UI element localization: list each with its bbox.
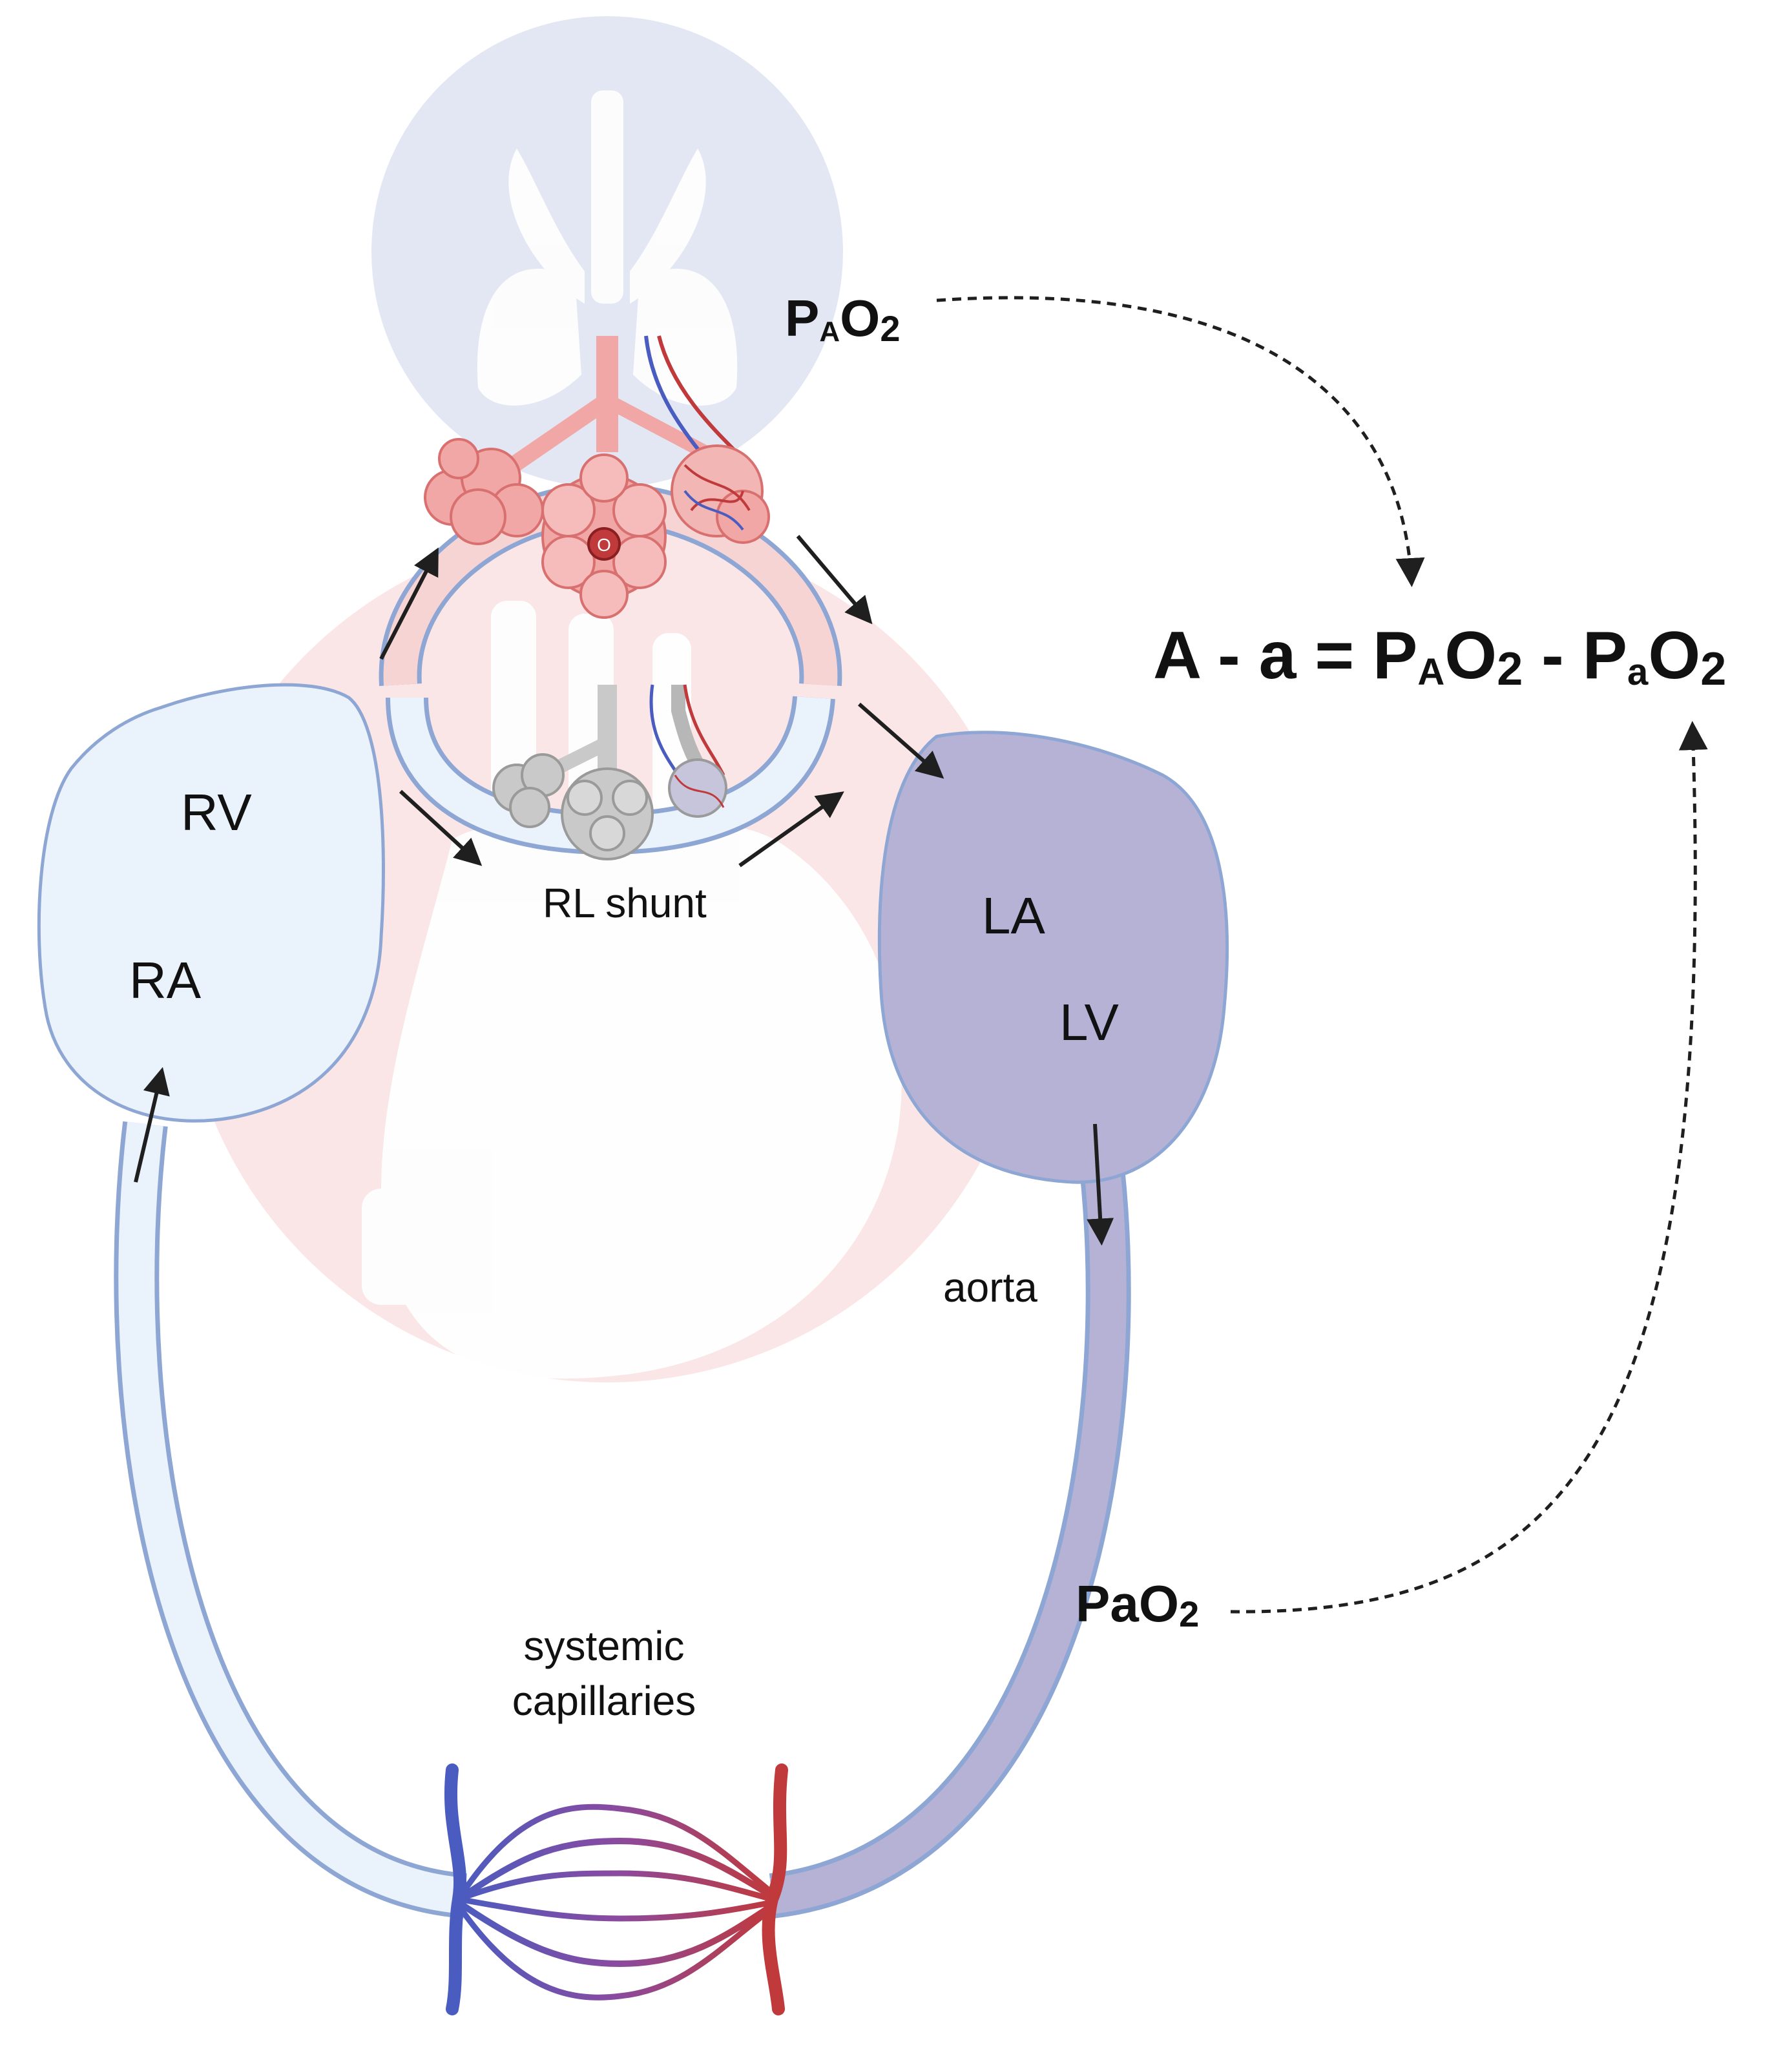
label-rl-shunt: RL shunt	[543, 880, 707, 926]
lung-silhouette-icon	[477, 90, 738, 406]
label-capillaries: capillaries	[512, 1678, 696, 1724]
label-lv: LV	[1059, 993, 1120, 1051]
aa-gradient-formula: A - a = PAO2 - PaO2	[1153, 618, 1726, 695]
label-alveolar-po2: PAO2	[785, 289, 901, 349]
alveoli-oxygenated-icon	[424, 335, 770, 619]
flow-arrow-to-ra	[134, 1066, 170, 1183]
label-aorta: aorta	[943, 1264, 1037, 1311]
label-systemic: systemic	[524, 1623, 685, 1669]
flow-arrow-rv-to-lung	[379, 547, 439, 660]
label-ra: RA	[129, 952, 202, 1009]
label-la: LA	[982, 887, 1045, 944]
dashed-arrow-arterial	[1230, 721, 1708, 1614]
alveoli-shunt-icon	[492, 684, 727, 860]
flow-arrow-lv-to-aorta	[1087, 1123, 1114, 1246]
label-rv: RV	[181, 784, 252, 841]
flow-arrow-lung-to-la-2	[858, 702, 944, 779]
systemic-capillaries-icon	[444, 1763, 788, 2015]
dashed-arrow-alveolar	[936, 296, 1425, 587]
flow-arrow-lung-to-la-1	[796, 535, 873, 625]
alveolus-oxygen-label: O	[597, 535, 611, 555]
flow-arrows	[134, 535, 1114, 1246]
alveolus-oxygen-marker	[587, 527, 621, 561]
right-heart-chamber[interactable]	[37, 683, 385, 1123]
flow-arrow-shunt-in	[399, 789, 483, 866]
flow-arrow-shunt-out	[738, 791, 844, 868]
left-heart-chamber[interactable]	[877, 731, 1229, 1184]
label-arterial-po2: PaO2	[1076, 1575, 1199, 1634]
